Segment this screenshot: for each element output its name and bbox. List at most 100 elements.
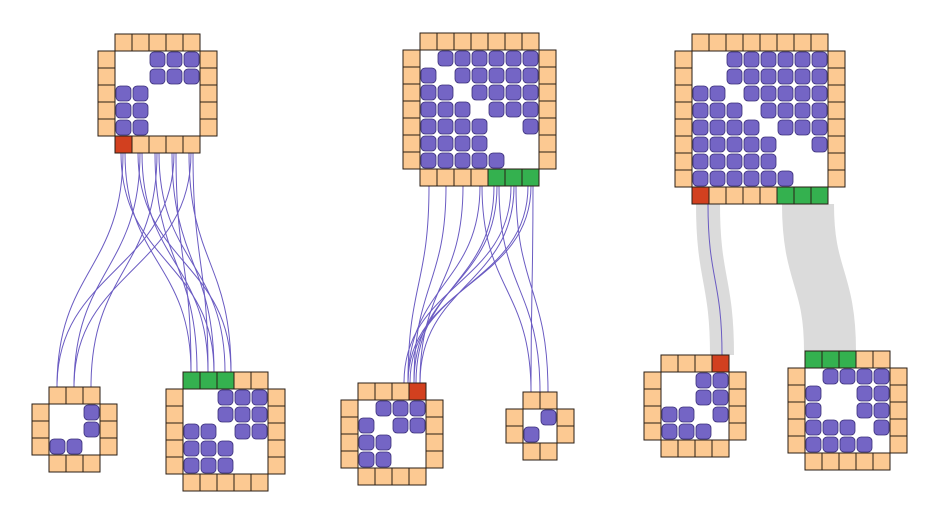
matrix-cell (709, 102, 726, 119)
edge-line (158, 152, 226, 373)
frame-cell-top (691, 33, 710, 52)
frame-cell-left (643, 422, 662, 441)
edge-line (498, 185, 541, 393)
frame-cell-top (131, 33, 150, 52)
frame-cell-top (453, 32, 472, 51)
frame-cell-bottom (804, 452, 823, 471)
edge-line (407, 185, 481, 384)
frame-cell-right (99, 403, 118, 422)
edge-line (707, 203, 723, 356)
frame-cell-bottom (391, 467, 410, 486)
frame-cell-left (643, 388, 662, 407)
panel2-bottom-right-matrix (505, 391, 575, 461)
frame-cell-left (97, 118, 116, 137)
edge-line (56, 152, 175, 388)
matrix-cell (149, 68, 166, 85)
frame-cell-top (694, 354, 713, 373)
matrix-cell (471, 50, 488, 67)
frame-cell-bottom (855, 452, 874, 471)
frame-cell-top (725, 33, 744, 52)
frame-cell-top (838, 350, 857, 369)
frame-cell-top (199, 371, 218, 390)
matrix-cell (183, 68, 200, 85)
edge-line (419, 185, 464, 384)
frame-cell-left (340, 433, 359, 452)
frame-cell-left (787, 384, 806, 403)
matrix-cell (420, 84, 437, 101)
matrix-cell (115, 85, 132, 102)
frame-cell-bottom (504, 168, 523, 187)
matrix-cell (217, 389, 234, 406)
matrix-cell (183, 440, 200, 457)
frame-cell-bottom (453, 168, 472, 187)
frame-cell-top (522, 391, 541, 410)
matrix-cell (794, 51, 811, 68)
frame-cell-left (674, 169, 693, 188)
frame-cell-bottom (250, 473, 269, 492)
matrix-cell (839, 419, 856, 436)
frame-cell-left (674, 118, 693, 137)
edge-line (415, 185, 495, 384)
matrix-cell (661, 423, 678, 440)
matrix-cell (873, 368, 890, 385)
edge-line (403, 185, 512, 384)
frame-cell-right (538, 100, 557, 119)
matrix-cell (166, 68, 183, 85)
frame-cell-left (402, 83, 421, 102)
frame-cell-right (267, 456, 286, 475)
frame-cell-bottom (470, 168, 489, 187)
matrix-cell (420, 101, 437, 118)
frame-cell-left (674, 101, 693, 120)
matrix-cell (522, 101, 539, 118)
matrix-cell (132, 85, 149, 102)
matrix-cell (471, 118, 488, 135)
matrix-cell (437, 50, 454, 67)
matrix-cell (437, 118, 454, 135)
frame-cell-top (216, 371, 235, 390)
frame-cell-right (728, 371, 747, 390)
frame-cell-right (267, 388, 286, 407)
matrix-cell (811, 119, 828, 136)
frame-cell-right (827, 152, 846, 171)
edge-line (137, 152, 232, 373)
matrix-cell (488, 84, 505, 101)
frame-cell-right (827, 50, 846, 69)
edge-line (188, 152, 232, 373)
matrix-cell (794, 102, 811, 119)
frame-cell-bottom (114, 135, 133, 154)
frame-cell-right (827, 67, 846, 86)
frame-cell-left (643, 371, 662, 390)
frame-cell-right (538, 151, 557, 170)
matrix-cell (420, 152, 437, 169)
frame-cell-bottom (708, 186, 727, 205)
matrix-cell (777, 68, 794, 85)
frame-cell-right (199, 101, 218, 120)
panel3-bottom-right-matrix (787, 350, 908, 471)
matrix-cell (115, 119, 132, 136)
matrix-cell (49, 438, 66, 455)
matrix-cell (856, 436, 873, 453)
frame-cell-left (402, 134, 421, 153)
edge-line (141, 152, 209, 373)
matrix-cell (743, 51, 760, 68)
frame-cell-left (643, 405, 662, 424)
edge-band (782, 203, 856, 352)
matrix-cell (760, 170, 777, 187)
matrix-cell (523, 426, 540, 443)
matrix-cell (839, 368, 856, 385)
matrix-cell (692, 102, 709, 119)
frame-cell-left (674, 152, 693, 171)
panel3-top-matrix (674, 33, 846, 205)
frame-cell-bottom (182, 135, 201, 154)
frame-cell-bottom (660, 439, 679, 458)
frame-cell-top (855, 350, 874, 369)
matrix-cell (794, 68, 811, 85)
matrix-cell (375, 451, 392, 468)
edge-line (154, 152, 198, 373)
frame-cell-left (165, 456, 184, 475)
frame-cell-bottom (131, 135, 150, 154)
frame-cell-right (538, 134, 557, 153)
matrix-cell (420, 118, 437, 135)
matrix-cell (522, 67, 539, 84)
frame-cell-right (99, 420, 118, 439)
